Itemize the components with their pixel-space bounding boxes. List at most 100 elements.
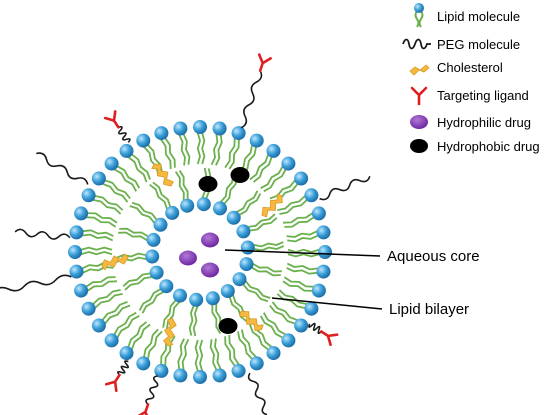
lipid-tail	[164, 137, 176, 168]
lipid-tail	[86, 280, 118, 292]
lipid-tail	[82, 266, 114, 274]
lipid-head	[189, 292, 204, 307]
targeting-ligand	[136, 403, 151, 415]
lipid-tail	[118, 231, 148, 242]
lipid-tail	[201, 132, 206, 165]
lipid-head	[231, 126, 246, 141]
legend-label-hydrophobic: Hydrophobic drug	[437, 139, 540, 154]
lipid-bilayer-leader-line	[271, 297, 383, 310]
lipid-head	[68, 245, 82, 259]
targeting-ligand	[319, 330, 339, 347]
hydrophilic-drug-icon	[410, 115, 428, 129]
lipid-head	[81, 301, 96, 316]
hydrophobic-drugs	[198, 167, 250, 334]
lipid-tail	[160, 138, 172, 170]
lipid-tail	[92, 199, 122, 215]
lipid-tail	[263, 168, 287, 193]
hydrophilic-drug	[179, 250, 197, 266]
lipid-head	[193, 120, 207, 134]
lipid-head	[145, 249, 160, 264]
lipid-tail	[287, 234, 319, 243]
lipid-tail	[102, 182, 129, 203]
lipid-tail	[277, 195, 306, 211]
lipid-tail	[215, 134, 223, 166]
lipid-tail	[287, 248, 320, 253]
lipid-tail	[282, 280, 313, 292]
lipid-tail	[286, 230, 318, 238]
ligand-shape	[319, 330, 339, 347]
legend-item-hydrophobic: Hydrophobic drug	[410, 139, 540, 154]
lipid-tail	[237, 331, 253, 360]
lipid-tail	[253, 245, 285, 252]
lipid-tail	[251, 266, 281, 277]
lipid-head	[196, 197, 211, 212]
lipid-head	[154, 126, 169, 141]
lipid-head	[316, 225, 331, 240]
lipid-head	[119, 346, 134, 361]
lipid-tail	[247, 213, 276, 228]
cholesterol-shape	[151, 163, 174, 187]
cholesterol-molecule	[101, 253, 129, 271]
peg-molecule	[118, 126, 131, 143]
lipid-tail	[116, 165, 141, 189]
lipid-tail	[178, 170, 189, 200]
hydrophilic-drug	[201, 232, 219, 248]
peg-molecule	[14, 228, 71, 240]
lipid-head	[239, 257, 254, 272]
cholesterol-molecule	[261, 193, 283, 218]
lipid-tail	[113, 168, 137, 192]
legend-label-cholesterol: Cholesterol	[437, 60, 503, 75]
liposome	[0, 53, 371, 415]
lipid-tail	[92, 289, 121, 305]
lipid-head	[212, 368, 227, 383]
lipid-tail	[143, 328, 159, 358]
peg-chain	[319, 175, 371, 201]
lipid-tail	[104, 304, 131, 325]
lipid-tail	[177, 338, 185, 370]
lipid-tail	[174, 171, 185, 201]
peg-molecule	[319, 175, 371, 201]
lipid-tail	[209, 339, 218, 371]
peg-chain-with-ligand	[136, 375, 159, 415]
peg-molecule	[247, 372, 268, 415]
lipid-tail	[236, 190, 259, 213]
peg-molecule	[240, 70, 263, 129]
lipid-tail	[80, 246, 113, 251]
cholesterol-molecule	[163, 318, 177, 347]
lipid-tail	[192, 305, 199, 337]
lipid-head	[154, 363, 169, 378]
lipid-tail	[81, 233, 114, 242]
legend-item-hydrophilic: Hydrophilic drug	[410, 115, 531, 130]
lipid-tail	[228, 334, 240, 366]
lipid-tail	[119, 227, 149, 238]
legend-item-peg: PEG molecule	[402, 37, 520, 52]
lipid-head	[249, 356, 264, 371]
lipid-head	[240, 240, 255, 255]
lipid-tail	[122, 272, 151, 287]
lipid-tail	[224, 138, 236, 169]
inner-leaflet-heads	[145, 197, 255, 307]
ligand-shape	[136, 403, 151, 415]
hydrophobic-drug	[218, 318, 238, 334]
lipid-tail	[242, 283, 269, 303]
lipid-bilayer-label: Lipid bilayer	[389, 301, 469, 318]
targeting-ligand-icon	[410, 86, 428, 106]
ligand-shape	[103, 110, 120, 129]
peg-chain-with-ligand	[104, 360, 130, 393]
hydrophobic-drug	[198, 176, 218, 192]
lipid-tail	[271, 301, 298, 322]
lipid-head	[205, 291, 220, 306]
peg-molecule	[145, 375, 159, 405]
lipid-head	[173, 368, 188, 383]
lipid-tail	[279, 199, 308, 215]
lipid-tail	[147, 330, 163, 360]
lipid-tail	[249, 217, 278, 232]
lipid-head	[318, 245, 332, 259]
hydrophobic-drug-icon	[410, 139, 428, 153]
lipid-tail	[238, 193, 262, 216]
peg-chain	[14, 228, 71, 240]
lipid-tail	[101, 301, 128, 321]
lipid-tail	[129, 205, 156, 224]
peg-chain-with-ligand	[308, 322, 339, 347]
lipid-head	[294, 171, 309, 186]
